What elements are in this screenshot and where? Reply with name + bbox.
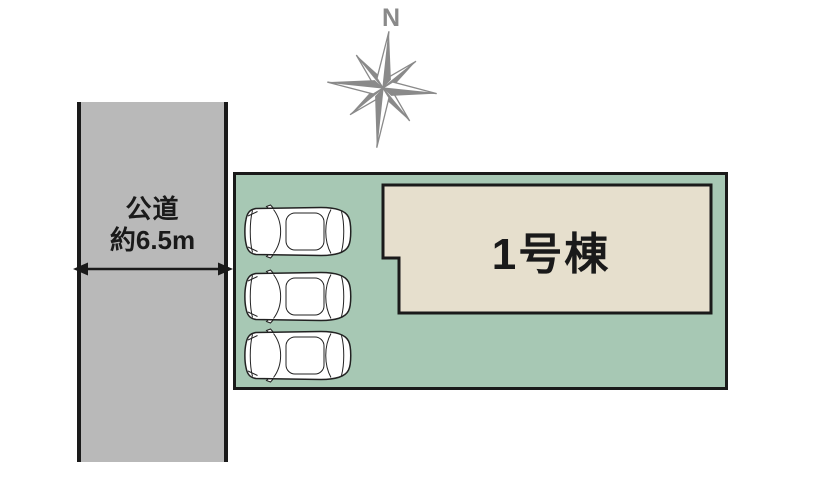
building-footprint — [381, 183, 713, 315]
building-label: 1号棟 — [491, 230, 611, 279]
road-width-arrow-icon — [73, 262, 233, 276]
parked-car-2 — [242, 269, 355, 324]
car-icon — [242, 204, 355, 259]
road-width-label: 約6.5m — [109, 225, 196, 255]
road-name-label: 公道 — [125, 194, 180, 224]
building-outline — [381, 183, 713, 315]
parked-car-1 — [242, 204, 355, 259]
public-road — [77, 102, 228, 462]
car-icon — [242, 328, 355, 383]
parked-car-3 — [242, 328, 355, 383]
compass-rose-icon — [327, 31, 437, 148]
car-icon — [242, 269, 355, 324]
compass-north-label: N — [381, 4, 401, 32]
